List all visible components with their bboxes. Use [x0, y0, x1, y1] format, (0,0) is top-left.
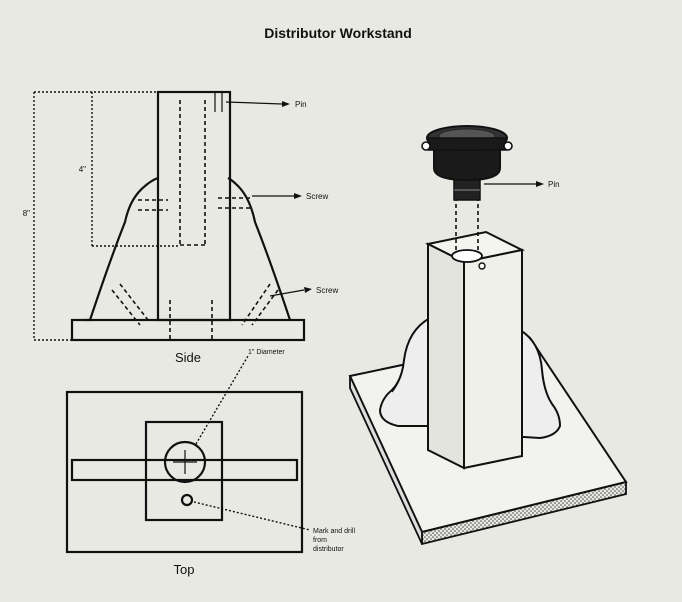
- iso-left-gusset: [378, 316, 439, 427]
- iso-base-left-edge: [349, 375, 423, 545]
- iso-block-left-face: [427, 242, 465, 470]
- isometric-view: Pin: [348, 125, 628, 546]
- top-view-label: Top: [174, 562, 195, 577]
- iso-distributor-shaft: [453, 177, 481, 201]
- top-upright-block: [144, 420, 224, 522]
- diagram-title: Distributor Workstand: [264, 25, 412, 41]
- iso-block-front-face: [463, 248, 523, 470]
- iso-pin-hole: [451, 249, 483, 263]
- iso-distributor-body: [433, 147, 501, 182]
- top-view: 1" Diameter Mark and drill from distribu…: [65, 349, 355, 577]
- top-diameter-label: 1" Diameter: [248, 349, 285, 356]
- top-base-plate: [65, 390, 304, 554]
- top-distributor-hole: [180, 493, 194, 507]
- side-lower-screw-right: [241, 283, 271, 326]
- side-lower-screw-left: [111, 289, 141, 326]
- top-mark-label-line2: from: [313, 537, 327, 544]
- side-screw-upper-label: Screw: [306, 192, 328, 201]
- top-mark-label-line1: Mark and drill: [313, 528, 355, 535]
- side-view: 4" 8" Pin Screw Screw Side: [23, 90, 338, 365]
- side-screw-lower-label: Screw: [316, 286, 338, 295]
- iso-pin-label: Pin: [548, 180, 560, 189]
- top-mark-label-line3: distributor: [313, 546, 344, 553]
- side-left-gusset: [88, 176, 159, 321]
- dim-4-label: 4": [79, 165, 86, 174]
- side-right-gusset: [227, 177, 292, 321]
- side-pin-label: Pin: [295, 100, 307, 109]
- side-upright-block: [156, 90, 232, 322]
- dim-8-label: 8": [23, 209, 30, 218]
- top-pin-hole: [163, 440, 207, 484]
- side-view-label: Side: [175, 350, 201, 365]
- side-base-plate: [70, 318, 306, 342]
